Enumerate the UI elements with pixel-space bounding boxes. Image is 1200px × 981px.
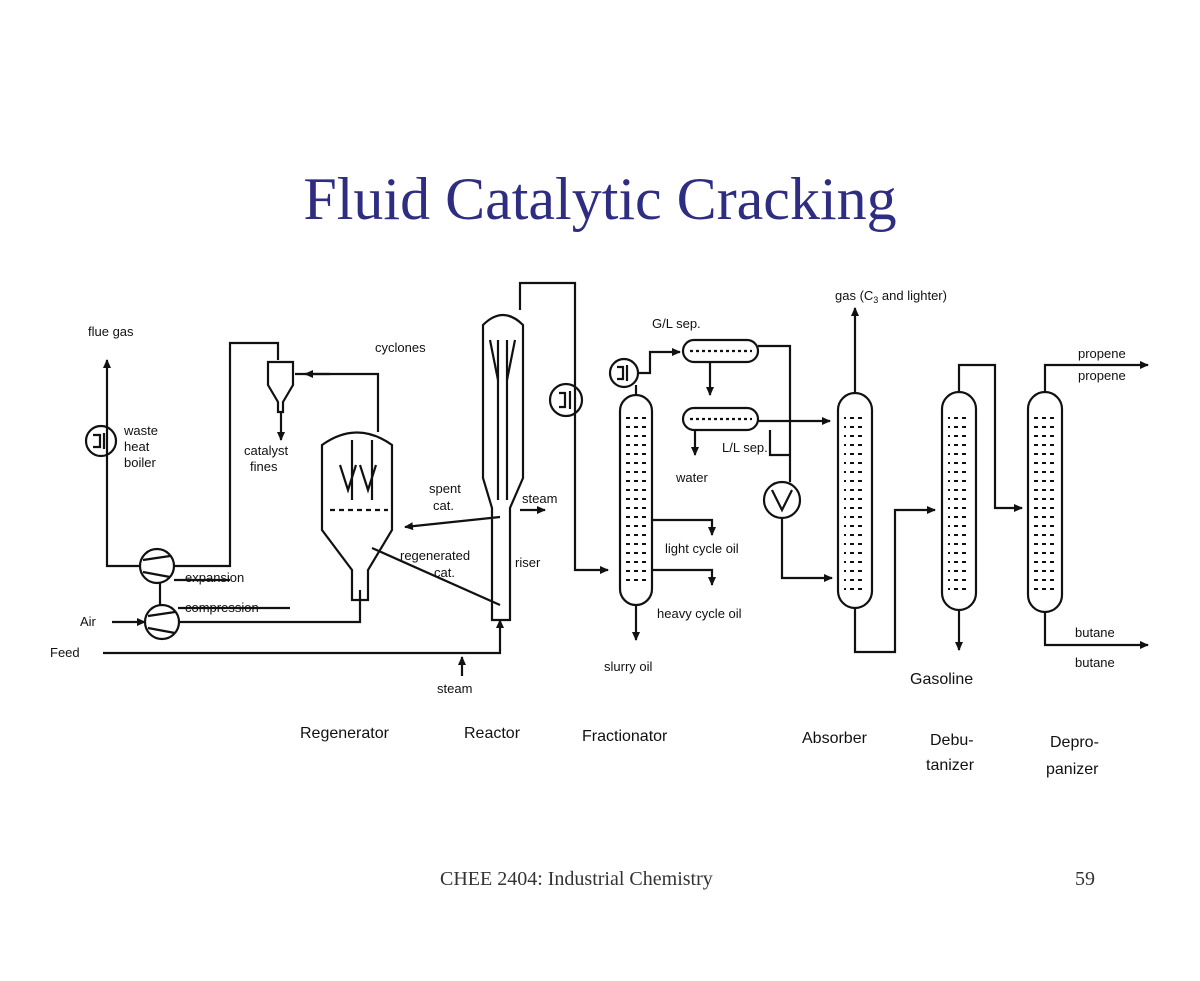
regenerator-vessel bbox=[320, 431, 394, 602]
label-regenerated-cat-1: regenerated bbox=[400, 548, 470, 563]
label-spent-cat-1: spent bbox=[429, 481, 461, 496]
unit-depropanizer-1: Depro- bbox=[1050, 734, 1099, 751]
label-propene-1: propene bbox=[1078, 368, 1126, 383]
unit-absorber: Absorber bbox=[802, 730, 868, 747]
compressor-valve-icon bbox=[762, 480, 802, 520]
label-waste-heat-boiler-1: waste bbox=[123, 423, 158, 438]
label-ll-sep: L/L sep. bbox=[722, 440, 768, 455]
label-riser: riser bbox=[515, 555, 541, 570]
label-slurry-oil: slurry oil bbox=[604, 659, 653, 674]
footer-course: CHEE 2404: Industrial Chemistry bbox=[440, 868, 713, 890]
label-feed: Feed bbox=[50, 645, 80, 660]
label-gl-sep: G/L sep. bbox=[652, 316, 701, 331]
slide-title: Fluid Catalytic Cracking bbox=[303, 166, 897, 232]
label-catalyst-fines-2: fines bbox=[250, 459, 278, 474]
label-butane-2: butane bbox=[1075, 655, 1115, 670]
label-waste-heat-boiler-2: heat bbox=[124, 439, 150, 454]
label-air: Air bbox=[80, 614, 97, 629]
catalyst-fines-cyclone bbox=[266, 360, 295, 414]
label-butane-1: butane bbox=[1075, 625, 1115, 640]
ll-separator bbox=[681, 406, 760, 432]
label-regenerated-cat-2: cat. bbox=[434, 565, 455, 580]
label-spent-cat-2: cat. bbox=[433, 498, 454, 513]
label-light-cycle-oil: light cycle oil bbox=[665, 541, 739, 556]
label-water: water bbox=[675, 470, 708, 485]
label-catalyst-fines-1: catalyst bbox=[244, 443, 288, 458]
footer-page-number: 59 bbox=[1075, 868, 1095, 890]
unit-debutanizer-1: Debu- bbox=[930, 732, 974, 749]
label-heavy-cycle-oil: heavy cycle oil bbox=[657, 606, 742, 621]
unit-reactor: Reactor bbox=[464, 725, 521, 742]
label-compression: compression bbox=[185, 600, 259, 615]
condenser-icon bbox=[548, 382, 584, 418]
label-steam-feed: steam bbox=[437, 681, 472, 696]
reactor-vessel bbox=[481, 313, 525, 622]
unit-depropanizer-2: panizer bbox=[1046, 761, 1099, 778]
label-gasoline: Gasoline bbox=[910, 671, 973, 688]
label-waste-heat-boiler-3: boiler bbox=[124, 455, 156, 470]
unit-regenerator: Regenerator bbox=[300, 725, 390, 742]
unit-debutanizer-2: tanizer bbox=[926, 757, 975, 774]
label-gas: gas (C3 and lighter) bbox=[835, 288, 947, 305]
waste-heat-boiler bbox=[84, 424, 118, 458]
unit-fractionator: Fractionator bbox=[582, 728, 668, 745]
label-expansion: expansion bbox=[185, 570, 244, 585]
gl-separator bbox=[681, 338, 760, 364]
label-propene-2: propene bbox=[1078, 346, 1126, 361]
label-flue-gas: flue gas bbox=[88, 324, 134, 339]
label-cyclones: cyclones bbox=[375, 340, 426, 355]
label-steam-reactor: steam bbox=[522, 491, 557, 506]
